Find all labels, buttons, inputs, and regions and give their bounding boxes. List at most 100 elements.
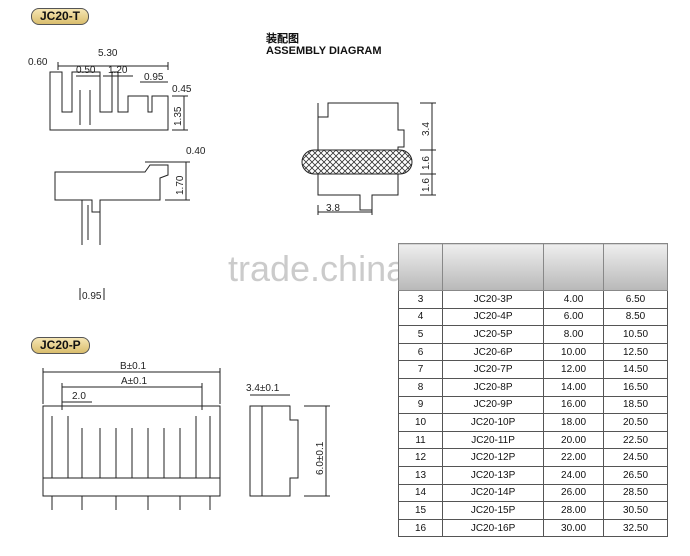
table-cell: 12.00: [543, 360, 605, 379]
table-cell: 9: [397, 395, 444, 415]
dim-0-50: 0.50: [76, 65, 96, 76]
table-cell: 7: [397, 360, 444, 379]
table-cell: 4: [397, 307, 444, 327]
table-cell: 20.00: [543, 430, 605, 450]
table-cell: 13: [397, 465, 444, 485]
table-cell: JC20-8P: [442, 377, 545, 397]
table-cell: JC20-5P: [442, 325, 545, 344]
dim-0-45: 0.45: [172, 84, 192, 95]
table-header-row: [397, 243, 668, 291]
table-cell: JC20-3P: [442, 290, 545, 309]
table-header: [397, 243, 444, 291]
table-cell: 10: [397, 413, 444, 432]
table-cell: 12: [397, 448, 444, 467]
table-cell: 28.50: [603, 483, 668, 503]
table-cell: 16.50: [603, 377, 668, 397]
assembly-title-cn: 装配图: [266, 33, 299, 45]
table-cell: JC20-11P: [442, 430, 545, 450]
table-cell: 26.50: [603, 465, 668, 485]
table-cell: JC20-16P: [442, 518, 545, 538]
dim-1-35: 1.35: [173, 106, 184, 126]
dim-0-60: 0.60: [28, 57, 48, 68]
table-cell: JC20-13P: [442, 465, 545, 485]
dim-0-40: 0.40: [186, 146, 206, 157]
dim-3-8: 3.8: [326, 203, 340, 214]
dim-1-6-a: 1.6: [421, 156, 432, 170]
table-cell: 24.50: [603, 448, 668, 467]
table-cell: 15: [397, 501, 444, 520]
table-cell: 6.00: [543, 307, 605, 327]
dim-pitch: 2.0: [72, 391, 86, 402]
table-cell: 4.00: [543, 290, 605, 309]
table-cell: 26.00: [543, 483, 605, 503]
jc20-p-side-view: [249, 394, 330, 497]
dim-1-70: 1.70: [175, 175, 186, 195]
table-cell: JC20-7P: [442, 360, 545, 379]
table-cell: 32.50: [603, 518, 668, 538]
table-cell: 5: [397, 325, 444, 344]
table-cell: 11: [397, 430, 444, 450]
table-cell: 3: [397, 290, 444, 309]
jc20-t-front-view: [54, 161, 190, 300]
table-cell: 6: [397, 342, 444, 362]
table-cell: 6.50: [603, 290, 668, 309]
table-header: [603, 243, 668, 291]
dim-5-30: 5.30: [98, 48, 118, 59]
table-cell: JC20-4P: [442, 307, 545, 327]
table-cell: 8.50: [603, 307, 668, 327]
dim-1-6-b: 1.6: [421, 178, 432, 192]
table-cell: 8: [397, 377, 444, 397]
table-cell: JC20-15P: [442, 501, 545, 520]
dim-height: 6.0±0.1: [315, 441, 326, 475]
dim-0-95: 0.95: [144, 72, 164, 83]
table-cell: JC20-6P: [442, 342, 545, 362]
jc20-t-tag: JC20-T: [31, 8, 90, 25]
dim-a: A±0.1: [121, 376, 147, 387]
dim-0-95-bottom: 0.95: [82, 291, 102, 302]
table-cell: JC20-10P: [442, 413, 545, 432]
dim-width: 3.4±0.1: [246, 383, 280, 394]
jc20-t-side-view: [49, 62, 188, 131]
table-cell: 18.50: [603, 395, 668, 415]
table-cell: 10.50: [603, 325, 668, 344]
table-header: [543, 243, 605, 291]
dim-3-4: 3.4: [421, 122, 432, 136]
table-cell: JC20-14P: [442, 483, 545, 503]
table-cell: 14.50: [603, 360, 668, 379]
dim-b: B±0.1: [120, 361, 146, 372]
table-cell: 22.50: [603, 430, 668, 450]
table-cell: 18.00: [543, 413, 605, 432]
table-cell: 28.00: [543, 501, 605, 520]
table-cell: 8.00: [543, 325, 605, 344]
assembly-view: [301, 102, 436, 215]
table-cell: 22.00: [543, 448, 605, 467]
table-cell: 16: [397, 518, 444, 538]
table-cell: 20.50: [603, 413, 668, 432]
table-header: [442, 243, 545, 291]
jc20-p-tag: JC20-P: [31, 337, 90, 354]
assembly-title-en: ASSEMBLY DIAGRAM: [266, 45, 382, 57]
table-cell: 16.00: [543, 395, 605, 415]
table-cell: 30.00: [543, 518, 605, 538]
dim-1-20: 1.20: [108, 65, 128, 76]
table-cell: JC20-12P: [442, 448, 545, 467]
table-cell: 12.50: [603, 342, 668, 362]
table-cell: 14.00: [543, 377, 605, 397]
